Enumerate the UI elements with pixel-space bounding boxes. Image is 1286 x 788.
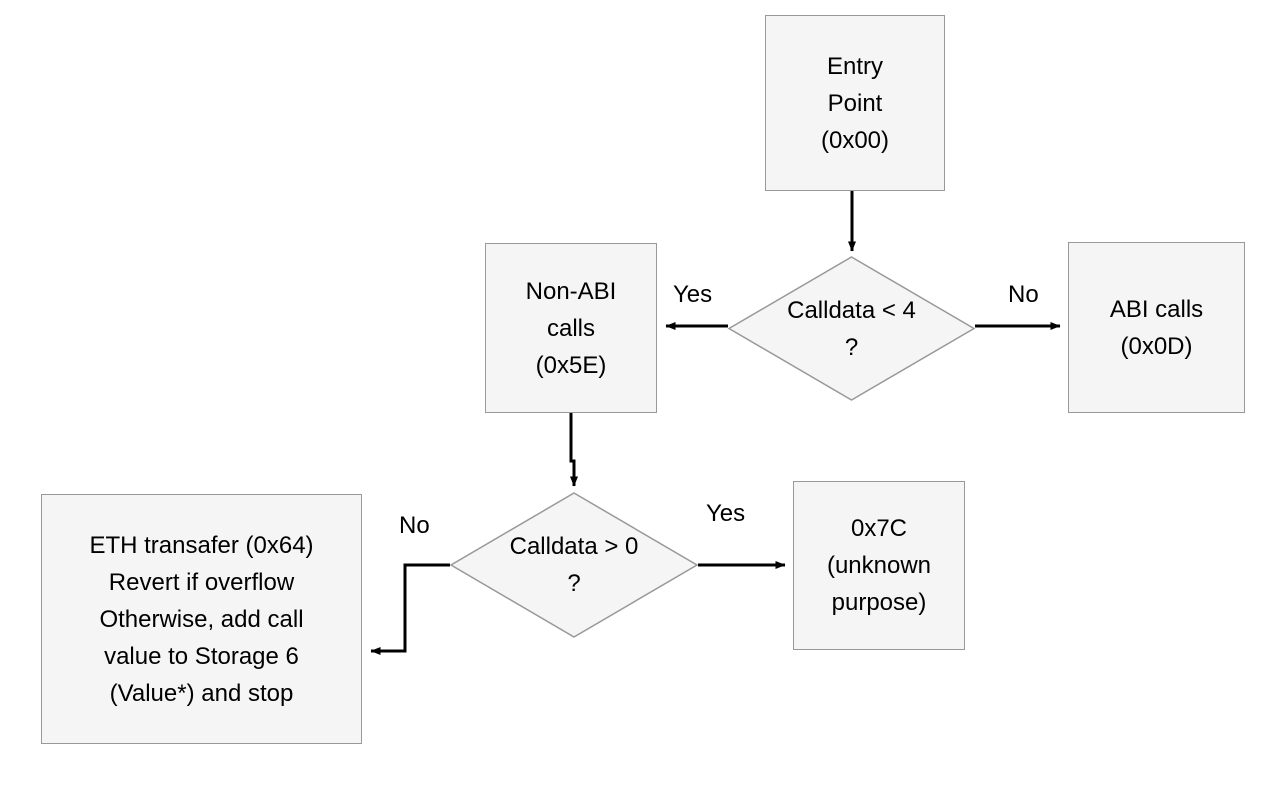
node-entry-point-label: Entry Point (0x00) [820,52,890,154]
node-abi-calls[interactable]: ABI calls (0x0D) [1068,242,1245,413]
node-unknown-purpose-label: 0x7C (unknown purpose) [826,515,932,616]
decision-diamond-shape [727,256,976,401]
node-unknown-purpose[interactable]: 0x7C (unknown purpose) [793,481,965,650]
node-eth-transfer[interactable]: ETH transafer (0x64) Revert if overflow … [41,494,362,744]
node-non-abi-calls-label: Non-ABI calls (0x5E) [525,277,617,379]
edge-label-calldata4-no: No [1008,281,1039,308]
edge-calldata0-no [370,563,450,655]
edge-nonabi-to-calldata0 [569,413,578,487]
node-non-abi-calls[interactable]: Non-ABI calls (0x5E) [485,243,657,413]
edge-label-calldata4-yes: Yes [673,281,713,308]
node-entry-point[interactable]: Entry Point (0x00) [765,15,945,191]
node-calldata-gt-0[interactable]: Calldata > 0 ? [449,492,699,638]
node-eth-transfer-label: ETH transafer (0x64) Revert if overflow … [89,531,314,707]
edge-label-calldata0-no: No [399,512,430,539]
node-abi-calls-label: ABI calls (0x0D) [1109,295,1204,360]
decision-diamond-shape [449,492,699,638]
edge-label-calldata0-yes: Yes [706,500,746,527]
node-calldata-lt-4[interactable]: Calldata < 4 ? [727,256,976,401]
